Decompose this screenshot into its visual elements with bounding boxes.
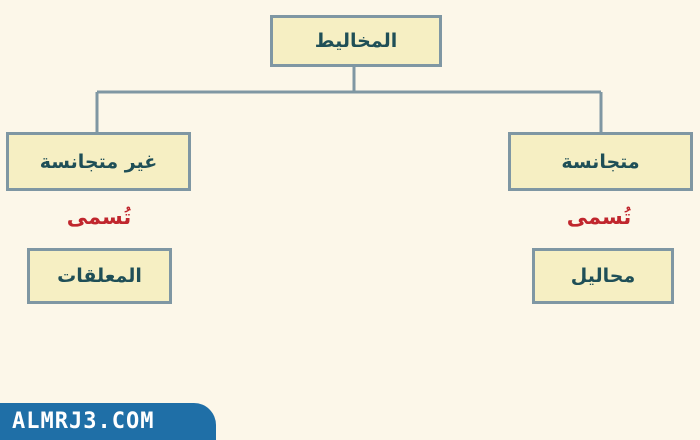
homogeneous-node-label: متجانسة <box>561 150 640 173</box>
solutions-node-label: محاليل <box>570 265 636 287</box>
heterogeneous-node: غير متجانسة <box>6 132 191 191</box>
root-node: المخاليط <box>270 15 442 67</box>
root-node-label: المخاليط <box>314 30 398 52</box>
heterogeneous-node-label: غير متجانسة <box>39 150 158 173</box>
watermark-text: ALMRJ3.COM <box>12 409 155 434</box>
homogeneous-relation-label: تُسمى <box>566 205 632 229</box>
watermark-badge: ALMRJ3.COM <box>0 403 216 440</box>
heterogeneous-relation-label: تُسمى <box>66 205 132 229</box>
suspensions-node: المعلقات <box>27 248 172 304</box>
suspensions-node-label: المعلقات <box>57 265 142 287</box>
solutions-node: محاليل <box>532 248 674 304</box>
homogeneous-node: متجانسة <box>508 132 693 191</box>
